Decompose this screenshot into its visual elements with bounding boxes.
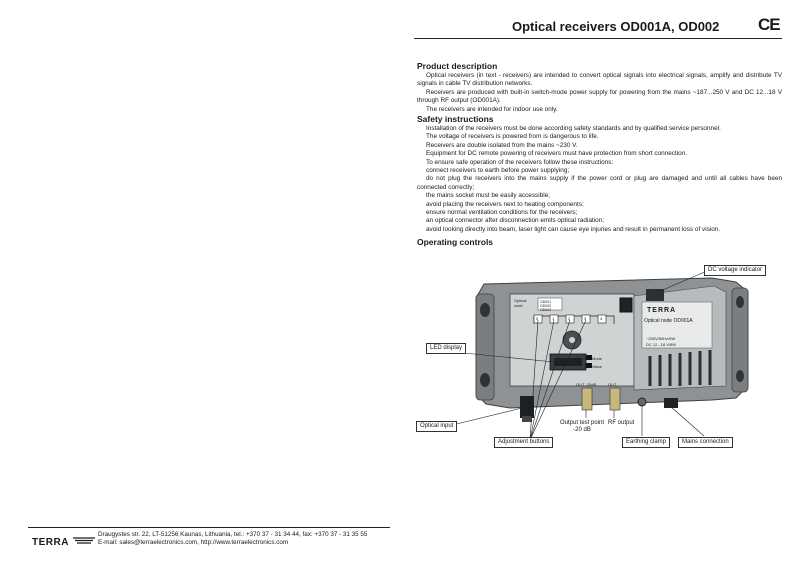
panel-optical-code: Optical code: [514, 298, 527, 308]
optical-input-connector: [520, 396, 534, 418]
adjust-button: [597, 314, 607, 324]
panel-button-number: 0: [536, 316, 539, 321]
dc-voltage-indicator: [646, 289, 664, 301]
mounting-hole: [736, 296, 744, 308]
panel-code: OD003: [540, 308, 552, 312]
panel-value-label: Value: [592, 364, 602, 369]
right-mounting-ear: [731, 287, 749, 393]
footer-email-web: E-mail: sales@terraelectronics.com, http…: [98, 539, 289, 547]
output-test-point-label: Output test point: [560, 420, 605, 426]
rf-output-connector: [609, 387, 621, 411]
callout-adjustment-buttons: Adjustment buttons: [494, 437, 554, 448]
callout-earthing-clamp: Earthing clamp: [622, 437, 671, 448]
title-divider: [414, 38, 782, 39]
safety-instructions-text: Installation of the receivers must be do…: [417, 125, 782, 234]
product-paragraph-2: Receivers are produced with built-in swi…: [417, 88, 782, 105]
safety-line: To ensure safe operation of the receiver…: [426, 158, 614, 166]
operating-controls-heading: Operating controls: [417, 237, 494, 247]
output-test-point-level: -20 dB: [573, 427, 591, 433]
mounting-hole: [736, 370, 744, 382]
mounting-hole: [480, 373, 490, 387]
mounting-hole: [480, 303, 490, 317]
safety-line: ensure normal ventilation conditions for…: [426, 209, 578, 217]
callout-dc-voltage-indicator: DC voltage indicator: [704, 265, 767, 276]
panel-button-number: 2: [568, 316, 571, 321]
safety-line: Receivers are double isolated from the m…: [426, 141, 578, 149]
footer-address: Draugystes str. 22, LT-51256 Kaunas, Lit…: [98, 531, 368, 538]
callout-output-test-point: Output test point -20 dB: [560, 420, 604, 434]
safety-line: connect receivers to earth before power …: [426, 167, 570, 175]
safety-line: Installation of the receivers must be do…: [426, 125, 721, 132]
device-dc: DC 12...18 V/5W: [646, 342, 677, 347]
product-description-heading: Product description: [417, 61, 498, 71]
footer-logo: TERRA: [32, 532, 96, 550]
panel-mode-label: Mode: [592, 356, 603, 361]
safety-instructions-heading: Safety instructions: [417, 114, 494, 124]
adjust-button: [549, 314, 559, 324]
device-label: [641, 301, 713, 349]
panel-code: OD002: [540, 304, 552, 308]
safety-line: do not plug the receivers into the mains…: [417, 175, 782, 191]
earthing-clamp-screw: [637, 397, 647, 407]
safety-line: the mains socket must be easily accessib…: [426, 192, 550, 200]
device-model: Optical node OD001A: [644, 318, 693, 324]
device-illustration: [439, 267, 749, 441]
footer-contact: Draugystes str. 22, LT-51256 Kaunas, Lit…: [98, 531, 367, 547]
panel-out-minus20-label: OUT -20dB: [576, 382, 597, 387]
panel-button-number: 3: [584, 316, 587, 321]
panel-button-number: 4: [600, 316, 603, 321]
panel-button-number: 1: [552, 316, 555, 321]
callout-optical-input: Optical input: [416, 421, 458, 432]
callout-mains-connection: Mains connection: [678, 437, 733, 448]
callout-led-display: LED display: [426, 343, 467, 354]
safety-line: avoid placing the receivers next to heat…: [426, 200, 584, 208]
adjust-button: [581, 314, 591, 324]
product-paragraph-1: Optical receivers (in text - receivers) …: [417, 72, 782, 88]
panel-out-label: OUT: [608, 382, 617, 387]
device-brand: TERRA: [647, 307, 677, 314]
safety-line: an optical connector after disconnection…: [426, 217, 604, 225]
product-description-text: Optical receivers (in text - receivers) …: [417, 72, 782, 114]
left-mounting-ear: [475, 293, 495, 401]
cooling-fins: [648, 350, 712, 386]
panel-code: OD001: [540, 300, 552, 304]
terra-logo-mark: [73, 537, 96, 544]
output-test-connector: [581, 387, 593, 411]
safety-line: avoid looking directly into beam, laser …: [426, 225, 721, 233]
footer-divider: [28, 527, 390, 528]
product-paragraph-3: The receivers are intended for indoor us…: [426, 105, 558, 113]
callout-rf-output: RF output: [608, 420, 635, 426]
mains-cable-entry: [664, 398, 678, 408]
panel-codes: OD001 OD002 OD003: [540, 300, 551, 312]
device-voltage: ~230V/50Hz/6W: [646, 336, 676, 341]
safety-line: Equipment for DC remote powering of rece…: [426, 150, 688, 158]
indicator-window: [619, 297, 633, 313]
adjust-button: [565, 314, 575, 324]
terra-logo-text: TERRA: [32, 537, 69, 548]
page-title: Optical receivers OD001A, OD002: [512, 19, 720, 34]
ce-mark: CE: [758, 15, 781, 34]
safety-line: The voltage of receivers is powered from…: [426, 133, 599, 141]
